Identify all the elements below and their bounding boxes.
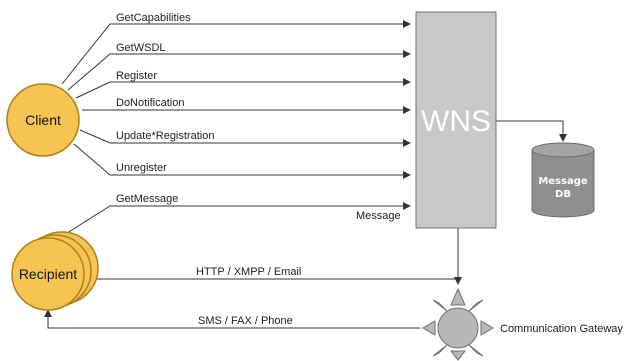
client-label: Client xyxy=(25,112,61,128)
arrow-get-message xyxy=(55,202,411,241)
label-get-message: GetMessage xyxy=(116,193,178,205)
label-get-wsdl: GetWSDL xyxy=(116,42,166,54)
gateway-label: Communication Gateway xyxy=(500,323,623,335)
label-unregister: Unregister xyxy=(116,162,167,174)
label-do-notification: DoNotification xyxy=(116,97,184,109)
label-update-registration: Update*Registration xyxy=(116,130,214,142)
client-node xyxy=(6,83,80,157)
label-message: Message xyxy=(356,210,401,222)
arrow-get-capabilities xyxy=(61,20,411,85)
arrow-update-registration xyxy=(79,129,411,147)
arrow-register xyxy=(75,78,411,99)
label-http-xmpp-email: HTTP / XMPP / Email xyxy=(196,266,301,278)
label-get-capabilities: GetCapabilities xyxy=(116,12,191,24)
communication-gateway-icon xyxy=(422,287,494,361)
arrow-get-wsdl xyxy=(67,50,411,91)
recipient-label: Recipient xyxy=(19,266,77,282)
message-db: Message DB xyxy=(531,142,595,218)
recipient-node xyxy=(11,231,99,311)
wns-label: WNS xyxy=(421,105,491,138)
arrow-unregister xyxy=(73,143,411,179)
label-sms-fax-phone: SMS / FAX / Phone xyxy=(198,315,293,327)
wns-box xyxy=(415,11,497,229)
arrow-gateway-to-recipient xyxy=(44,309,420,329)
db-label-line2: DB xyxy=(555,189,571,200)
label-register: Register xyxy=(116,70,157,82)
db-label-line1: Message xyxy=(538,176,588,187)
client-to-wns-arrows xyxy=(61,20,411,179)
arrow-wns-to-db xyxy=(496,120,567,142)
